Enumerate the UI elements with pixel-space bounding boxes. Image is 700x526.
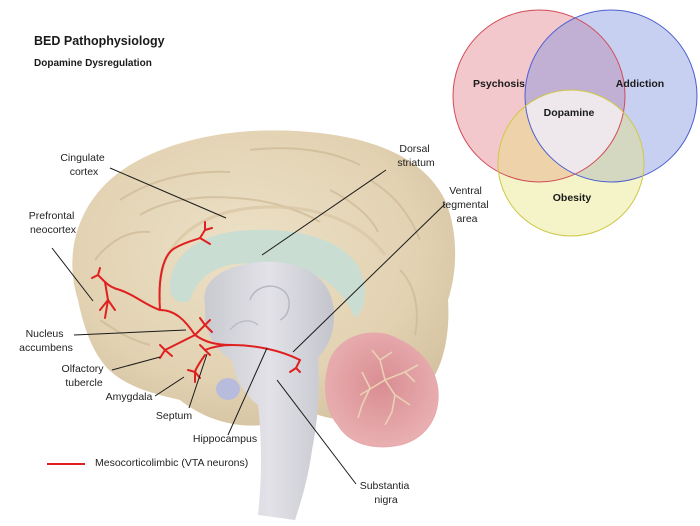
label-septum: Septum [156,410,192,422]
label-ventral-tegmental-area: Ventral tegmental area [442,185,491,225]
venn-center-region [525,90,625,182]
dorsal-striatum [169,229,365,318]
leader-olfactory [111,356,161,371]
arbor-vitae [357,349,419,426]
label-dorsal-striatum: Dorsal striatum [397,143,435,169]
leader-lines [51,167,446,485]
brainstem-fold [229,320,259,331]
leader-prefrontal [51,247,94,302]
label-cingulate-cortex: Cingulate cortex [60,152,107,178]
venn-outline-addiction [524,9,698,183]
leader-substantia [276,379,357,485]
mesocorticolimbic-pathway [91,221,301,383]
thalamus-fold [249,285,290,321]
diagram-subtitle: Dopamine Dysregulation [34,58,152,69]
leader-dorsal [261,169,387,256]
venn-label-dopamine: Dopamine [544,107,595,119]
label-hippocampus: Hippocampus [193,433,257,445]
venn-diagram: Psychosis Addiction Obesity Dopamine [452,9,698,237]
label-olfactory-tubercle: Olfactory tubercle [62,363,107,389]
venn-label-addiction: Addiction [616,78,664,90]
label-substantia-nigra: Substantia nigra [360,480,413,506]
label-nucleus-accumbens: Nucleus accumbens [19,328,73,354]
leader-vta [292,203,446,353]
legend-label: Mesocorticolimbic (VTA neurons) [95,457,249,469]
leader-cingulate [109,167,227,219]
label-amygdala: Amygdala [106,391,153,403]
diagram-title: BED Pathophysiology [34,34,165,48]
venn-outline-obesity [497,89,645,237]
label-prefrontal-neocortex: Prefrontal neocortex [29,210,77,236]
legend-line-swatch [47,463,85,465]
leader-hippocampus [227,347,268,436]
amygdala-body [216,378,240,400]
venn-label-obesity: Obesity [553,192,592,204]
leader-septum [188,353,208,409]
leader-amygdala [154,376,185,397]
leader-nucleus [73,329,187,336]
venn-outline-psychosis [452,9,626,183]
cerebellum [325,332,439,448]
venn-label-psychosis: Psychosis [473,78,525,90]
brainstem [204,261,335,520]
